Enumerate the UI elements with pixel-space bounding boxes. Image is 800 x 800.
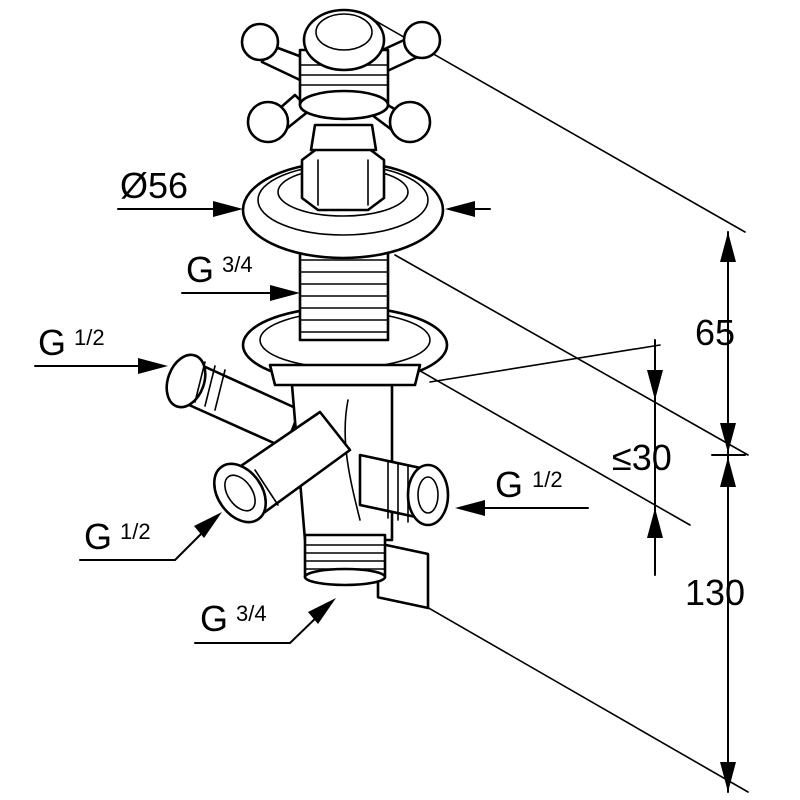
arrow-top-thread [270, 285, 300, 301]
hex-nut [300, 123, 386, 212]
arrow-front-outlet [194, 512, 222, 538]
extension-line-mid [394, 254, 749, 456]
arrow-65-top [720, 232, 736, 262]
callout-front-outlet: G 1/2 [79, 512, 222, 561]
arrow-30-top [647, 370, 663, 400]
lower-rosette [241, 305, 449, 387]
arrow-130-bottom [720, 762, 736, 792]
callout-bottom-thread: G 3/4 [194, 598, 336, 644]
left-inlet-pipe [165, 353, 302, 450]
label-bottom-thread-size: 3/4 [236, 601, 267, 626]
bottom-thread [303, 533, 387, 587]
valve-body [165, 353, 450, 610]
callout-diameter: Ø56 [117, 165, 491, 217]
arrow-bottom-thread [308, 598, 336, 624]
label-diameter: Ø56 [120, 165, 188, 206]
callout-right-outlet: G 1/2 [455, 464, 589, 516]
label-left-inlet-size: 1/2 [74, 325, 105, 350]
dimension-wall-depth: ≤30 [612, 339, 672, 576]
dimension-label-130: 130 [685, 572, 745, 613]
dimension-height: 65 130 [685, 231, 746, 793]
label-left-inlet-g: G [38, 322, 66, 363]
front-outlet-pipe [212, 410, 352, 524]
label-right-outlet-size: 1/2 [532, 467, 563, 492]
label-front-outlet-g: G [84, 516, 112, 557]
label-bottom-thread-g: G [200, 598, 228, 639]
dimension-label-30: ≤30 [612, 437, 672, 478]
cross-handle [240, 8, 442, 144]
right-outlet-pipe [358, 453, 450, 610]
dimension-label-65: 65 [695, 312, 735, 353]
arrow-diameter-left [213, 201, 243, 217]
arrow-diameter-right [445, 201, 475, 217]
arrow-65-bottom [720, 423, 736, 453]
label-front-outlet-size: 1/2 [120, 519, 151, 544]
extension-line-wall-top [429, 344, 661, 383]
arrow-right-outlet [455, 500, 485, 516]
label-right-outlet-g: G [495, 464, 523, 505]
arrow-30-bottom [647, 508, 663, 538]
arrow-130-top [720, 457, 736, 487]
stem-thread [298, 246, 390, 342]
extension-line-bottom [379, 579, 749, 793]
label-top-thread-size: 3/4 [222, 252, 253, 277]
callout-top-thread: G 3/4 [181, 249, 300, 301]
arrow-left-inlet [138, 358, 168, 374]
label-top-thread-g: G [186, 249, 214, 290]
callout-left-inlet: G 1/2 [34, 322, 168, 374]
body-shading [344, 399, 361, 521]
leader-front-outlet [79, 524, 211, 561]
leader-bottom-thread [194, 611, 323, 644]
